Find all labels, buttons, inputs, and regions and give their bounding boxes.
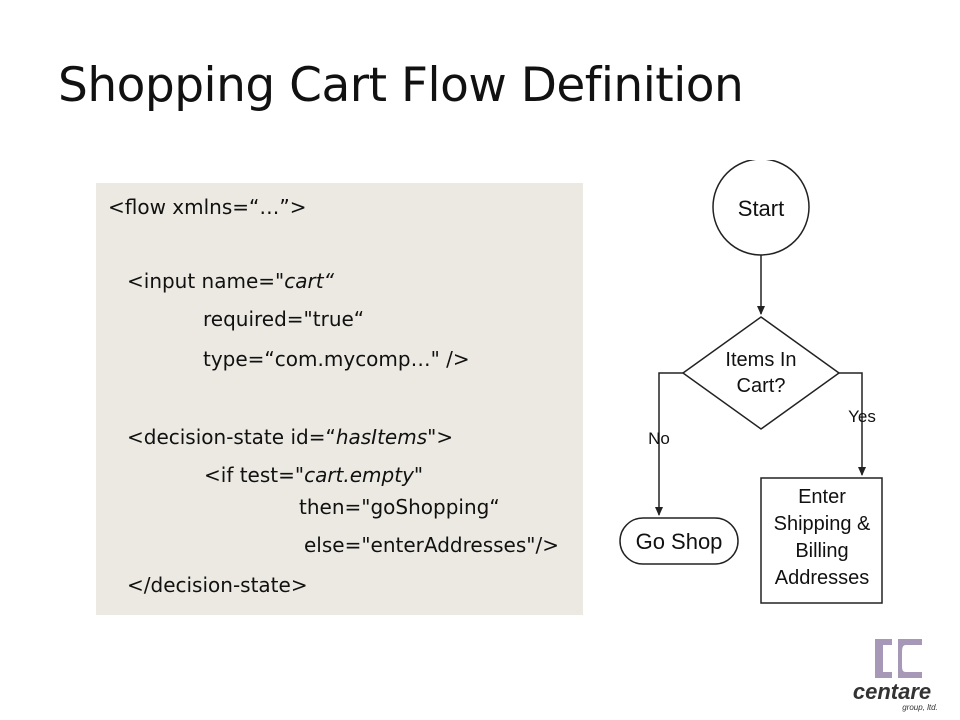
yes-label: Yes [848, 407, 876, 426]
enter-addresses-line1: Enter [798, 486, 846, 508]
code-line-decision-close: > [436, 425, 454, 449]
decision-node [681, 316, 841, 430]
go-shop-node [619, 517, 739, 565]
code-line-flow: <flow xmlns=“…”> [108, 195, 307, 219]
decision-label-line1: Items In [725, 349, 796, 371]
code-line-if-tag: <if test=" [204, 463, 305, 487]
start-label: Start [738, 196, 784, 221]
enter-addresses-line2: Shipping & [774, 513, 871, 535]
enter-addresses-line4: Addresses [775, 567, 870, 589]
arrow-yes-branch [839, 372, 866, 476]
code-line-required: required="true“ [203, 307, 365, 331]
code-line-input-name: cart“ [284, 269, 334, 293]
flowchart-diagram: Start Items In Cart? No Yes Go Shop Ente… [619, 160, 883, 604]
code-line-decision-id: hasItems" [335, 425, 437, 449]
code-line-decision-tag: <decision-state id=“ [127, 425, 336, 449]
code-line-then: then="goShopping“ [299, 495, 500, 519]
logo-tagline: group, ltd. [902, 703, 938, 712]
code-line-type: type=“com.mycomp…" /> [203, 347, 470, 371]
slide-title: Shopping Cart Flow Definition [58, 58, 744, 113]
code-block: <flow xmlns=“…”> <input name="cart“ requ… [96, 183, 583, 615]
code-line-if: <if test="cart.empty" [204, 463, 423, 487]
no-label: No [648, 429, 670, 448]
code-line-input-tag: <input name=" [127, 269, 285, 293]
code-line-if-test: cart.empty" [304, 463, 424, 487]
logo-mark-left [875, 639, 892, 678]
logo-wordmark: centare [853, 679, 931, 704]
logo-mark-right [898, 639, 922, 678]
code-line-else: else="enterAddresses"/> [304, 533, 559, 557]
decision-label-line2: Cart? [737, 375, 786, 397]
centare-logo: centare group, ltd. [853, 639, 938, 712]
code-line-input: <input name="cart“ [127, 269, 334, 293]
enter-addresses-node [760, 477, 883, 604]
arrow-no-branch [655, 372, 683, 516]
code-line-decision-end: </decision-state> [127, 573, 308, 597]
code-line-decision-state: <decision-state id=“hasItems"> [127, 425, 453, 449]
enter-addresses-line3: Billing [795, 540, 848, 562]
go-shop-label: Go Shop [636, 529, 723, 554]
